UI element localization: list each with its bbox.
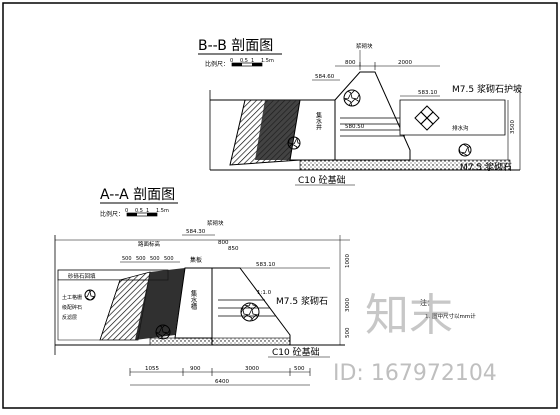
svg-text:0.5: 0.5 (135, 208, 143, 214)
svg-text:反滤层: 反滤层 (62, 314, 77, 321)
svg-text:500: 500 (136, 256, 146, 262)
section-a-elev-top: 584.30 (186, 229, 206, 235)
section-a-dims-row: 500 500 500 500 (120, 256, 180, 263)
section-a-drawing: A--A 剖面图 比例尺： 0 0.5 1 1.5m 砂砾石回填 土工格栅 级配… (54, 187, 476, 386)
section-b-gabion (414, 105, 440, 131)
svg-text:级配碎石: 级配碎石 (62, 304, 82, 311)
svg-text:900: 900 (190, 366, 201, 372)
note-line: 1. 图中尺寸以mm计 (425, 312, 476, 320)
svg-text:3000: 3000 (245, 366, 259, 372)
svg-text:3000: 3000 (345, 298, 351, 312)
section-b-lower-elev: 580.50 (345, 124, 365, 130)
section-b-height-dim: 3500 (510, 120, 516, 134)
section-a-title: A--A 剖面图 (100, 187, 175, 203)
svg-text:土工格栅: 土工格栅 (62, 294, 82, 301)
section-b-title: B--B 剖面图 (198, 38, 273, 54)
section-a-bottom-dims: 1055 900 3000 500 6400 (129, 366, 311, 386)
svg-text:800: 800 (218, 240, 229, 246)
section-b-base-label: C10 砼基础 (298, 174, 346, 186)
svg-text:0: 0 (125, 208, 128, 214)
section-a-top-label: 浆砌块 (207, 219, 224, 227)
section-b-scale-bar: 0 0.5 1 1.5m (230, 58, 274, 67)
section-b-scale-label: 比例尺： (205, 60, 229, 68)
svg-text:500: 500 (122, 256, 132, 262)
section-a-plot-label: 路面标高 (138, 240, 161, 248)
watermark-brand: 知末 (365, 290, 453, 341)
svg-text:2000: 2000 (398, 60, 412, 66)
note-title: 注： (420, 298, 434, 307)
svg-text:0.5: 0.5 (240, 58, 248, 64)
section-a-scale-label: 比例尺： (100, 210, 124, 218)
section-b-elev-left: 584.60 (315, 74, 335, 80)
svg-text:500: 500 (150, 256, 160, 262)
section-a-elev-right: 583.10 (256, 262, 276, 268)
svg-text:1055: 1055 (145, 366, 159, 372)
section-a-layer-labels: 土工格栅 级配碎石 反滤层 (62, 294, 82, 321)
svg-text:1.5m: 1.5m (261, 58, 274, 64)
watermark: 知末 ID: 167972104 (333, 290, 497, 386)
svg-text:1.5m: 1.5m (156, 208, 169, 214)
svg-text:500: 500 (164, 256, 174, 262)
section-b-wall-label: 集水井 (315, 111, 322, 131)
svg-text:850: 850 (228, 246, 239, 252)
section-b-elev-mid: 583.10 (418, 90, 438, 96)
svg-text:1: 1 (146, 208, 149, 214)
section-b-drawing: B--B 剖面图 比例尺： 0 0.5 1 1.5m 集水井 (198, 38, 522, 186)
section-a-fill-label: 砂砾石回填 (68, 272, 96, 280)
section-a-wall-label: 集水槽 (189, 289, 197, 311)
watermark-id: ID: 167972104 (333, 361, 497, 386)
svg-text:800: 800 (345, 60, 356, 66)
section-b-top-label: 浆砌块 (356, 42, 373, 50)
section-a-base-label: C10 砼基础 (272, 346, 320, 358)
section-a-scale-bar: 0 0.5 1 1.5m (125, 208, 169, 217)
section-a-dim-right: 1000 (345, 254, 351, 268)
svg-text:500: 500 (294, 366, 305, 372)
svg-text:500: 500 (345, 327, 351, 338)
section-a-slope: 1:1.0 (257, 290, 272, 296)
sheet-border (2, 2, 558, 409)
section-a-mortar-label: M7.5 浆砌石 (276, 295, 328, 307)
svg-text:1: 1 (251, 58, 254, 64)
section-b-mortar-2: M7.5 浆砌石 (460, 161, 512, 173)
section-a-collector: 集板 (190, 256, 202, 264)
section-b-mortar-1: M7.5 浆砌石护坡 (452, 83, 522, 95)
svg-text:0: 0 (230, 58, 233, 64)
section-a-total-dim: 6400 (215, 379, 229, 385)
section-b-drain-label: 排水沟 (452, 124, 469, 132)
